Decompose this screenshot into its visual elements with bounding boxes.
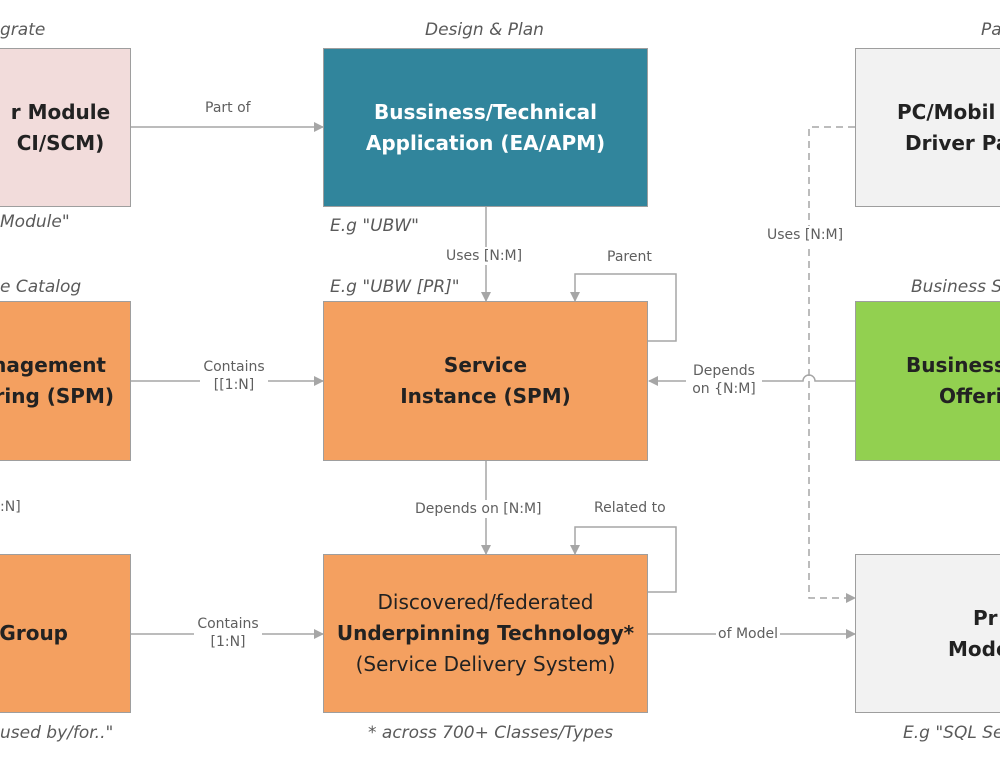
caption-ubw-example: E.g "UBW"	[330, 216, 419, 236]
caption-sql-example: E.g "SQL Se	[903, 723, 1000, 743]
caption-ubw-pr-example: E.g "UBW [PR]"	[330, 277, 460, 297]
module-box-line2: CI/SCM)	[16, 130, 105, 155]
application-box-line2: Application (EA/APM)	[365, 130, 606, 155]
group-box: Group	[0, 554, 131, 713]
depends-label-text: Depends	[693, 363, 755, 379]
underpinning-line1: Discovered/federated	[377, 590, 594, 614]
service-instance-line1: Service	[443, 353, 528, 377]
contains-label-1-card: [[1:N]	[213, 377, 255, 393]
caption-design-plan: Design & Plan	[425, 20, 544, 40]
product-model-line2: Mode	[948, 636, 1000, 661]
contains-label-1-text: Contains	[203, 359, 265, 375]
depends-label-card: on {N:M]	[692, 381, 756, 397]
caption-used-by-for: used by/for.."	[0, 723, 114, 743]
pc-mobile-box: PC/Mobil Driver Pa	[855, 48, 1000, 207]
business-offering-line1: Business	[906, 353, 1000, 377]
contains-label-1: Contains [[1:N]	[200, 358, 268, 394]
pc-mobile-box-line1: PC/Mobil	[897, 99, 996, 124]
pc-mobile-box-line2: Driver Pa	[905, 130, 1000, 155]
contains-label-2-text: Contains	[197, 616, 259, 632]
underpinning-line2: Underpinning Technology*	[336, 621, 635, 645]
management-offering-box: nagement ring (SPM)	[0, 301, 131, 461]
contains-label-2-card: [1:N]	[210, 634, 246, 650]
underpinning-line3: (Service Delivery System)	[355, 652, 616, 676]
caption-integrate: grate	[0, 20, 46, 40]
of-model-label: of Model	[716, 625, 780, 643]
service-instance-box: Service Instance (SPM)	[323, 301, 648, 461]
management-offering-line1: nagement	[0, 353, 106, 377]
depends-on-nm-label: Depends on [N:M]	[413, 500, 544, 518]
caption-service-catalog: e Catalog	[0, 277, 82, 297]
depends-label: Depends on {N:M]	[686, 362, 762, 398]
business-offering-line2: Offeri	[939, 384, 1000, 408]
underpinning-technology-box: Discovered/federated Underpinning Techno…	[323, 554, 648, 713]
uses-dashed-connector	[808, 126, 856, 603]
uses-nm-label: Uses [N:M]	[444, 247, 525, 265]
module-box-line1: r Module	[10, 99, 111, 124]
related-to-label: Related to	[592, 499, 668, 517]
service-instance-line2: Instance (SPM)	[400, 384, 571, 408]
related-to-self-connector	[570, 526, 677, 593]
uses-nm-dashed-label: Uses [N:M]	[765, 226, 846, 244]
application-box-line1: Bussiness/Technical	[373, 99, 597, 124]
parent-label: Parent	[605, 248, 654, 266]
caption-pa: Pa	[981, 20, 1000, 40]
product-model-box: Pr Mode	[855, 554, 1000, 713]
management-offering-line2: ring (SPM)	[0, 384, 114, 408]
module-box: r Module CI/SCM)	[0, 48, 131, 207]
caption-module-example: Module"	[0, 212, 70, 232]
cardinality-n-label: :N]	[0, 498, 23, 516]
product-model-line1: Pr	[973, 605, 998, 630]
business-offering-box: Business Offeri	[855, 301, 1000, 461]
group-box-line1: Group	[0, 621, 68, 645]
contains-label-2: Contains [1:N]	[194, 615, 262, 651]
caption-across-classes: * across 700+ Classes/Types	[368, 723, 614, 743]
caption-business-s: Business S	[911, 277, 1000, 297]
application-box: Bussiness/Technical Application (EA/APM)	[323, 48, 648, 207]
parent-self-connector	[570, 273, 677, 342]
part-of-label: Part of	[203, 99, 253, 117]
